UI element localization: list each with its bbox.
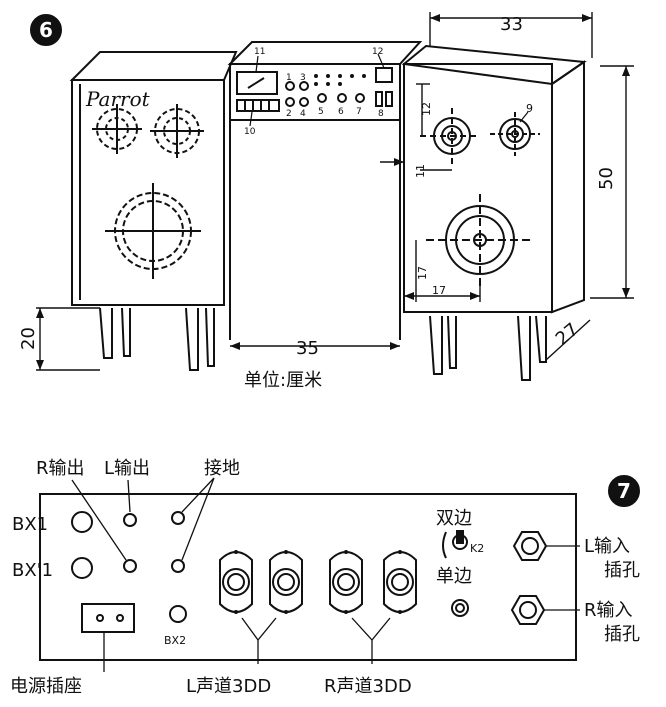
figure6-number: 6 [39, 18, 53, 42]
input-jacks [510, 531, 548, 625]
label-bx1-prime: BX'1 [12, 560, 53, 581]
label-l-input: L输入 [584, 536, 630, 557]
label-l-output: L输出 [104, 458, 150, 479]
back-panel [39, 493, 577, 661]
control-number-8: 8 [378, 109, 384, 119]
dim-woofer-h: 17 [432, 284, 446, 297]
dim-width: 33 [500, 14, 523, 35]
figure7-leaders [71, 477, 580, 672]
label-r-output: R输出 [36, 458, 85, 479]
control-number-2: 2 [286, 109, 292, 119]
callout-tweeter: 9 [526, 102, 533, 115]
figure6-badge [30, 14, 62, 46]
brand-parrot: Parrot [85, 87, 151, 111]
transistor-holes [234, 530, 464, 614]
label-bx1: BX1 [12, 514, 48, 535]
unit-label: 单位:厘米 [244, 370, 322, 391]
output-sockets [71, 511, 187, 633]
dim-speaker-side: 11 [414, 164, 427, 178]
callout-leaders [249, 53, 529, 127]
label-l-channel: L声道3DD [186, 676, 271, 697]
dim-leg: 20 [18, 327, 39, 350]
dim-speaker-top: 12 [420, 102, 433, 116]
label-power-socket: 电源插座 [10, 676, 82, 697]
dimension-lines [36, 12, 634, 371]
power-transistors [219, 551, 417, 613]
left-speaker-cabinet [69, 51, 238, 371]
dim-depth: 27 [552, 319, 583, 350]
label-r-input: R输入 [584, 600, 633, 621]
control-number-4: 4 [300, 109, 306, 119]
figure7-number: 7 [617, 479, 631, 503]
label-l-input-2: 插孔 [604, 560, 640, 581]
callout-knob: 12 [372, 47, 383, 57]
label-r-input-2: 插孔 [604, 624, 640, 645]
dim-height: 50 [596, 167, 617, 190]
figure7-badge [608, 475, 640, 507]
toggle-lever [456, 530, 464, 544]
indicator-dots [314, 74, 366, 86]
label-r-channel: R声道3DD [324, 676, 412, 697]
control-number-3: 3 [300, 73, 306, 83]
control-number-6: 6 [338, 107, 344, 117]
label-bx2: BX2 [164, 634, 186, 647]
dimension-arrows [36, 14, 630, 370]
callout-display: 10 [244, 127, 256, 137]
label-single: 单边 [436, 566, 472, 587]
callout-meter: 11 [254, 47, 265, 57]
label-k2: K2 [470, 542, 484, 555]
label-dual: 双边 [436, 508, 472, 529]
control-number-7: 7 [356, 107, 362, 117]
label-ground: 接地 [204, 458, 240, 479]
control-number-5: 5 [318, 107, 324, 117]
dim-woofer-v: 17 [416, 266, 429, 280]
center-control-unit [227, 41, 423, 340]
right-speaker-cabinet [401, 44, 587, 381]
control-number-1: 1 [286, 73, 292, 83]
dim-center-width: 35 [296, 338, 319, 359]
